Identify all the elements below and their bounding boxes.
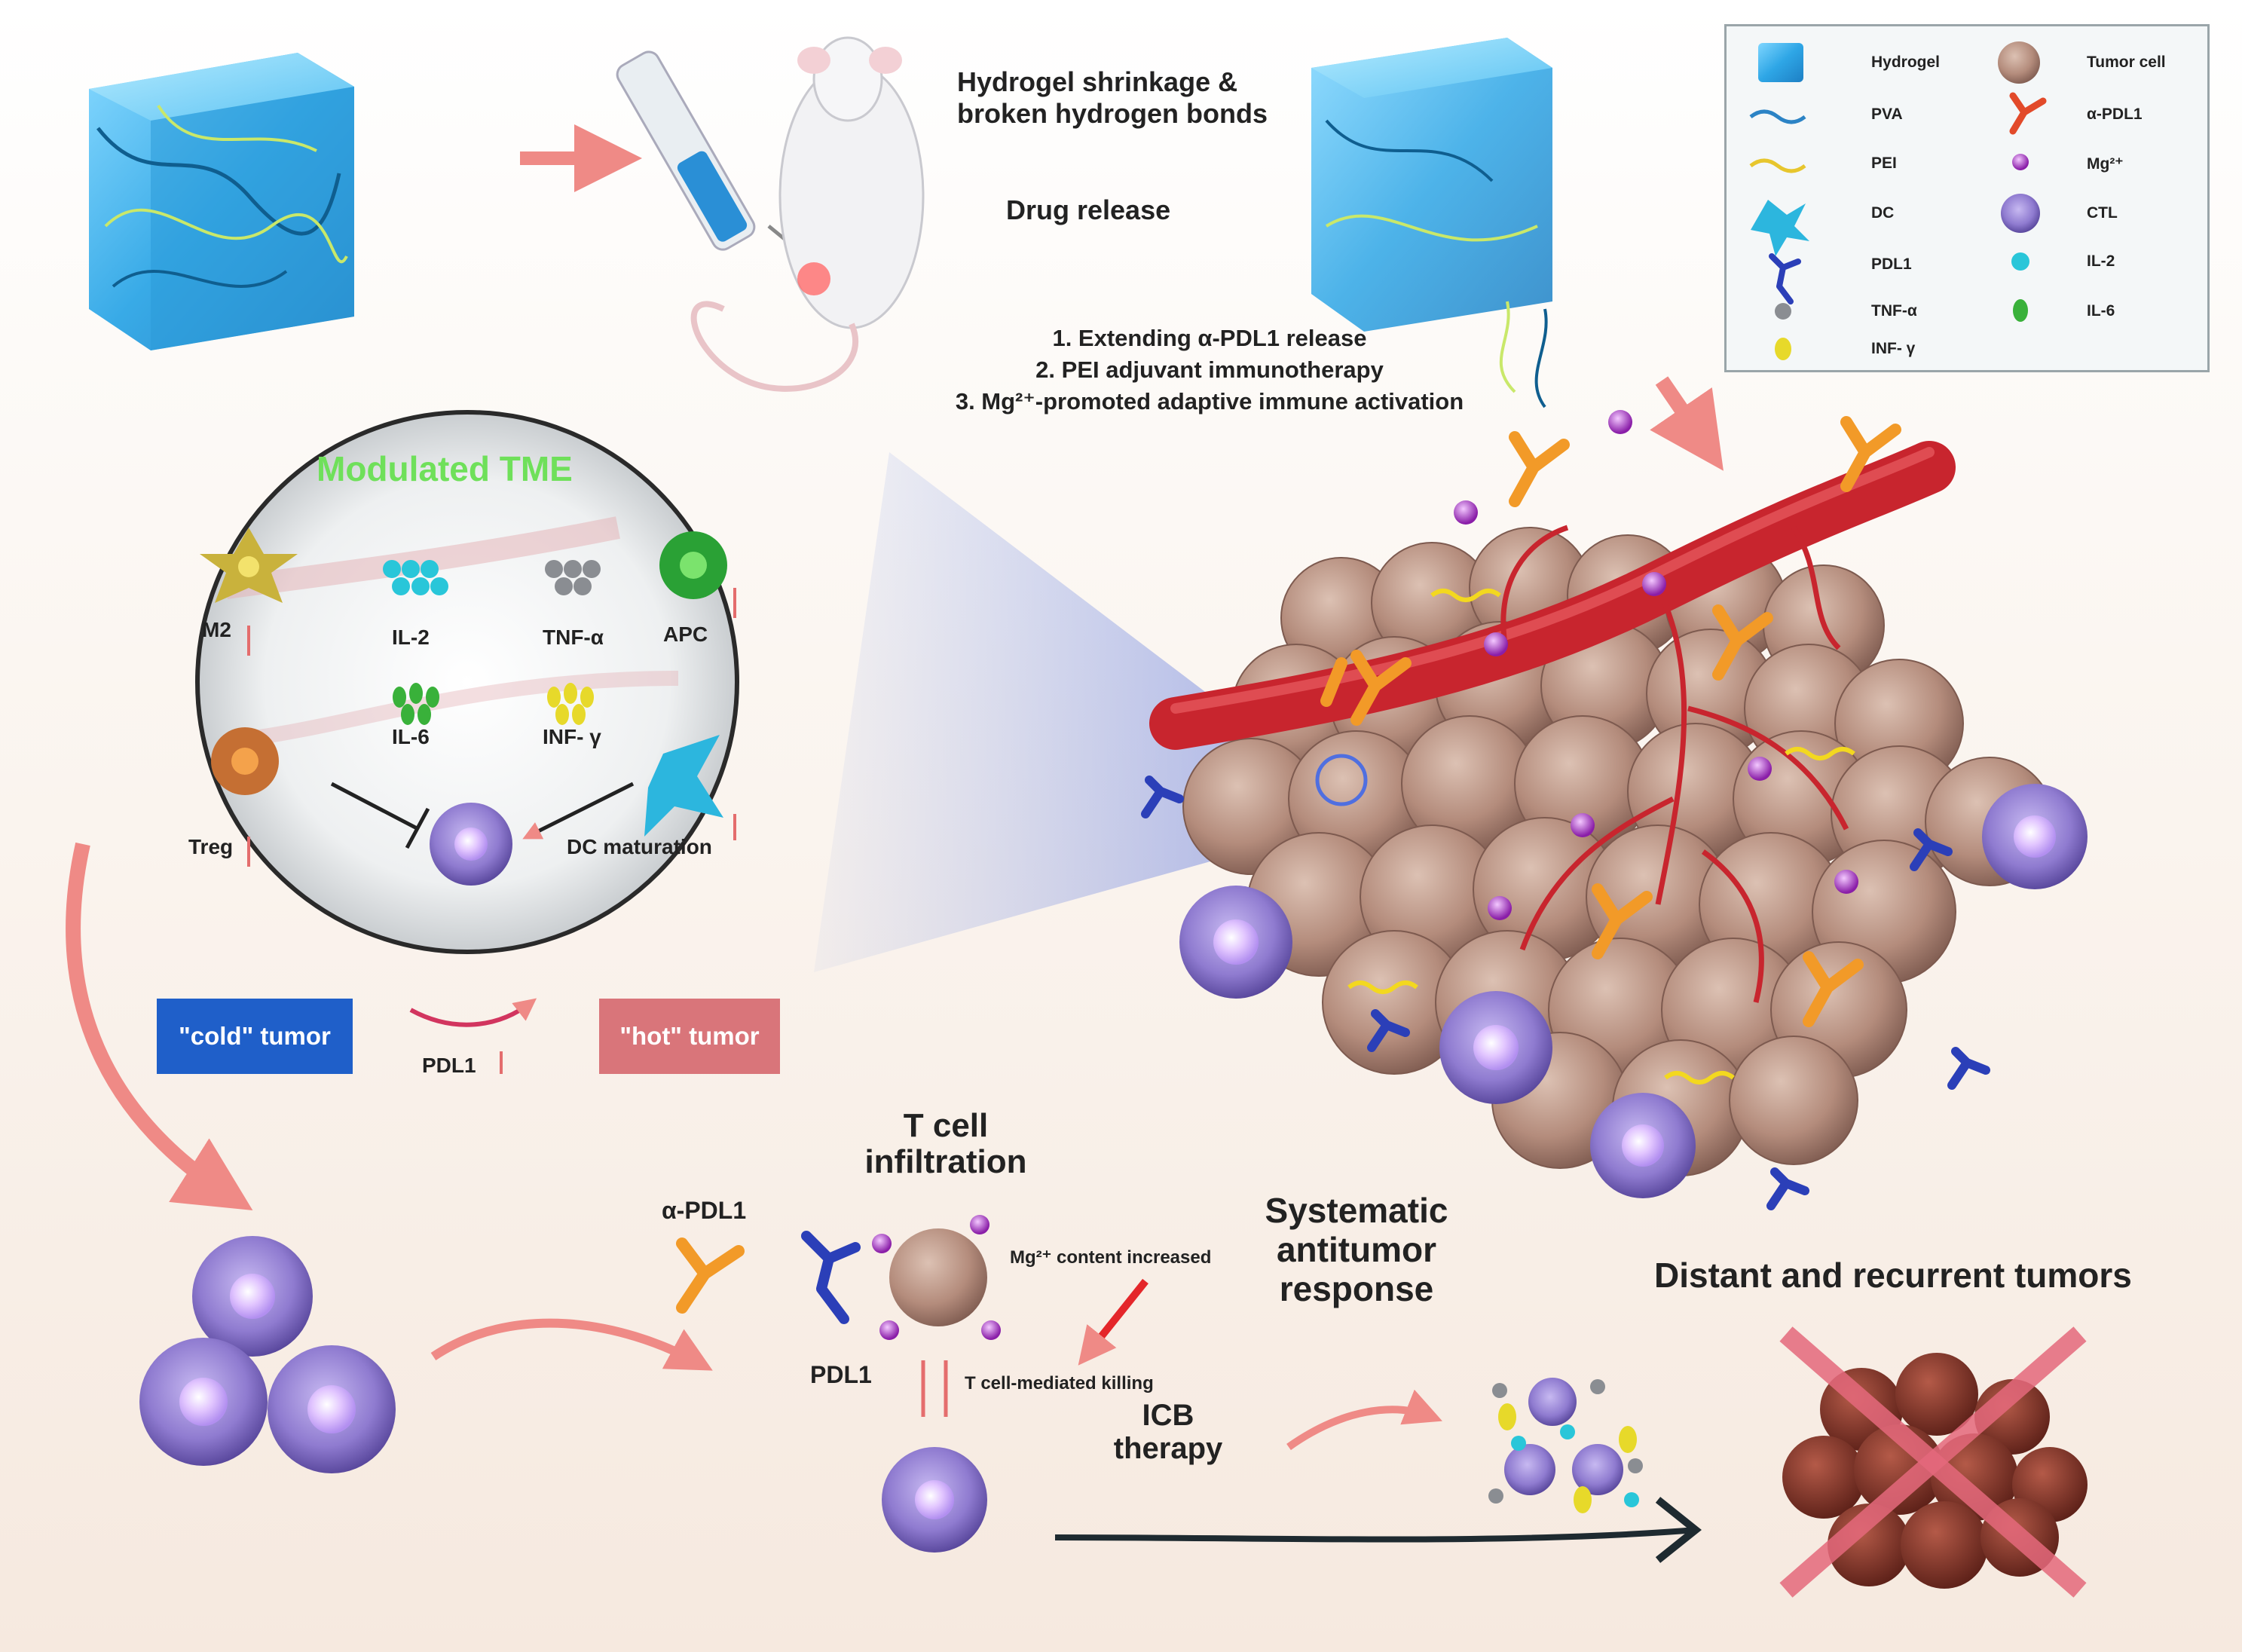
pdl1-label: PDL1: [810, 1361, 872, 1388]
inf-icon: [1775, 338, 1791, 360]
syringe-icon: [616, 50, 812, 262]
eliminated-tumor-icon: [1779, 1326, 2088, 1598]
systemic-response-icon: [1488, 1378, 1643, 1513]
tme-title: Modulated TME: [317, 449, 573, 488]
hydrogel-icon: [1758, 43, 1803, 82]
icb-therapy-label: ICB therapy: [1113, 1399, 1223, 1465]
legend-panel: Hydrogel PVA PEI DC PDL1 TNF-α INF- γ Tu…: [1724, 24, 2210, 372]
tme-label-m2: M2: [202, 618, 231, 641]
mechanism-list: 1. Extending α-PDL1 release 2. PEI adjuv…: [889, 323, 1530, 418]
legend-label: PDL1: [1871, 255, 1912, 273]
legend-label: PEI: [1871, 154, 1897, 172]
transition-arrow: [409, 998, 537, 1027]
legend-label: α-PDL1: [2087, 106, 2143, 123]
pdl1-icon: [1769, 253, 1801, 304]
tme-label-il6: IL-6: [392, 725, 430, 748]
step-release-label: Drug release: [1006, 194, 1171, 225]
apdl1-icon: [2009, 92, 2047, 135]
legend-label: IL-2: [2087, 252, 2115, 270]
arrow-icon: [1650, 376, 1724, 471]
mechanism-item: 2. PEI adjuvant immunotherapy: [1035, 356, 1384, 383]
legend-label: DC: [1871, 204, 1895, 222]
pva-icon: [1749, 109, 1806, 124]
mg-increase-label: Mg²⁺ content increased: [1010, 1247, 1212, 1268]
legend-label: IL-6: [2087, 302, 2115, 320]
tme-label-tnf: TNF-α: [543, 626, 604, 649]
ctl-cluster-icon: [139, 1236, 396, 1473]
legend-label: CTL: [2087, 204, 2118, 222]
legend-label: Hydrogel: [1871, 54, 1941, 71]
legend-label: PVA: [1871, 106, 1903, 123]
pdl1-up-label: PDL1: [422, 1054, 476, 1077]
tme-magnifier-circle: [195, 410, 739, 954]
tme-label-il2: IL-2: [392, 626, 430, 649]
degrading-hydrogel-icon: [1311, 38, 1552, 408]
hydrogel-cube-icon: [89, 53, 354, 350]
killing-label: T cell-mediated killing: [965, 1373, 1154, 1393]
step-shrinkage-label: Hydrogel shrinkage & broken hydrogen bon…: [957, 66, 1268, 129]
tme-label-dc: DC maturation: [567, 835, 712, 858]
tme-label-treg: Treg: [188, 835, 234, 858]
t-cell-infiltration-label: T cell infiltration: [864, 1107, 1027, 1180]
tumor-cluster-icon: [1141, 410, 2088, 1210]
legend-label: INF- γ: [1871, 340, 1916, 357]
legend-label: Mg²⁺: [2087, 155, 2124, 173]
systematic-response-label: Systematic antitumor response: [1265, 1191, 1448, 1308]
arrow-icon: [1286, 1389, 1442, 1451]
legend-label: Tumor cell: [2087, 54, 2166, 71]
legend-icons: [1749, 41, 2047, 360]
legend-label: TNF-α: [1871, 302, 1917, 320]
mechanism-item: 3. Mg²⁺-promoted adaptive immune activat…: [955, 388, 1464, 415]
cold-tumor-badge: "cold" tumor: [157, 999, 353, 1074]
il6-icon: [2013, 299, 2028, 322]
tumor-cell-icon: [1998, 41, 2040, 84]
mouse-icon: [690, 36, 925, 392]
tme-label-inf: INF- γ: [543, 725, 601, 748]
hot-tumor-badge: "hot" tumor: [599, 999, 780, 1074]
tnf-icon: [1775, 303, 1791, 320]
pei-icon: [1749, 158, 1806, 173]
arrow-icon: [430, 1318, 713, 1371]
il2-icon: [2011, 252, 2029, 271]
tme-label-apc: APC: [663, 623, 708, 646]
mechanism-item: 1. Extending α-PDL1 release: [1052, 325, 1367, 351]
distant-tumors-label: Distant and recurrent tumors: [1654, 1256, 2132, 1295]
apdl1-label: α-PDL1: [662, 1197, 747, 1224]
dc-icon: [1751, 200, 1809, 256]
icb-interaction-icon: [676, 1215, 1149, 1553]
arrow-icon: [66, 842, 253, 1211]
mg-icon: [2012, 154, 2029, 170]
ctl-icon: [2001, 194, 2040, 233]
